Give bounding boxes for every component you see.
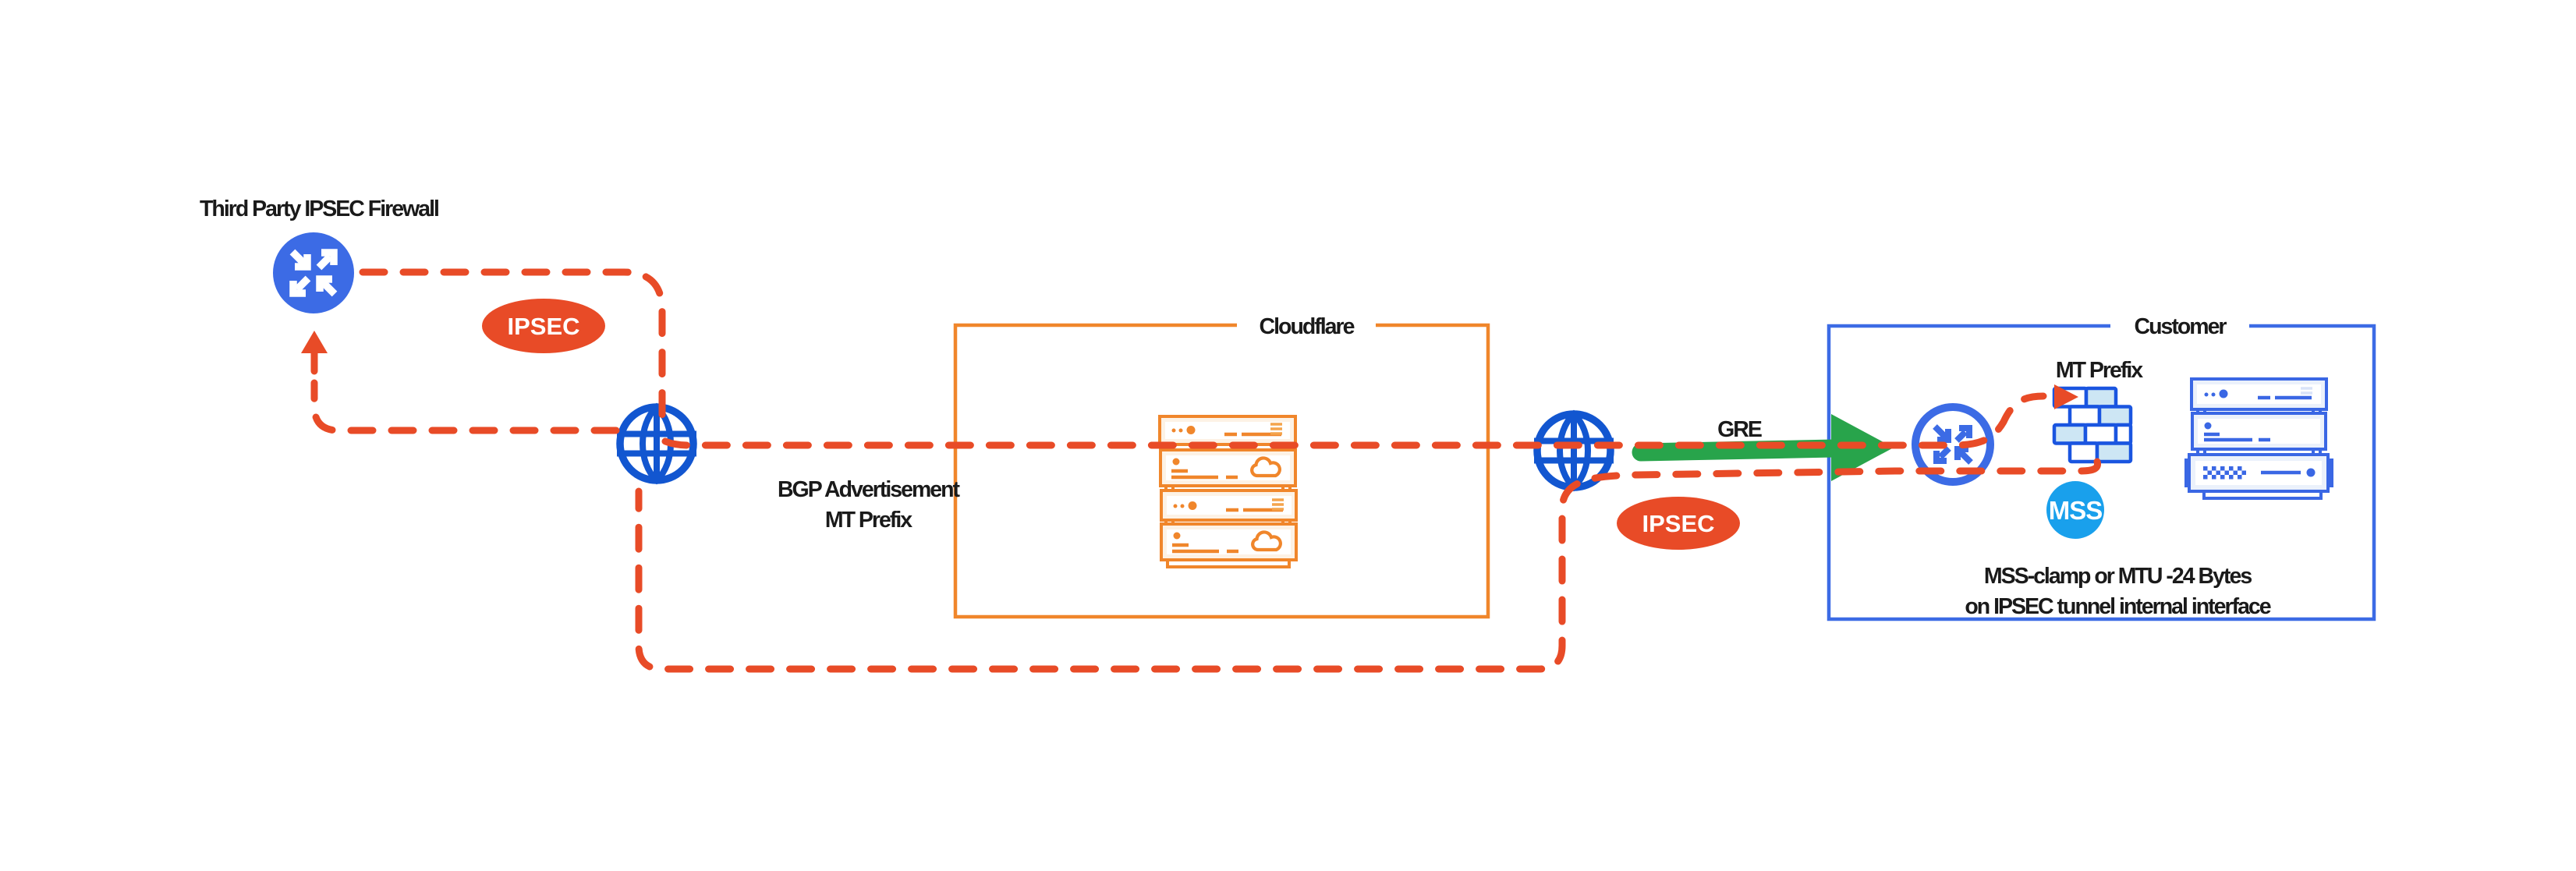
svg-text:MT Prefix: MT Prefix xyxy=(825,508,912,533)
svg-text:MT Prefix: MT Prefix xyxy=(2056,358,2143,383)
svg-text:Customer: Customer xyxy=(2134,314,2227,339)
svg-text:Cloudflare: Cloudflare xyxy=(1260,314,1355,339)
svg-text:IPSEC: IPSEC xyxy=(1642,510,1714,537)
svg-text:MSS: MSS xyxy=(2049,496,2103,525)
svg-text:GRE: GRE xyxy=(1717,417,1762,442)
svg-text:on IPSEC tunnel internal inter: on IPSEC tunnel internal interface xyxy=(1965,594,2270,619)
svg-text:Third Party IPSEC Firewall: Third Party IPSEC Firewall xyxy=(200,197,438,221)
svg-text:MSS-clamp or MTU -24 Bytes: MSS-clamp or MTU -24 Bytes xyxy=(1984,564,2252,589)
svg-text:IPSEC: IPSEC xyxy=(507,313,579,340)
svg-text:BGP Advertisement: BGP Advertisement xyxy=(778,477,961,502)
